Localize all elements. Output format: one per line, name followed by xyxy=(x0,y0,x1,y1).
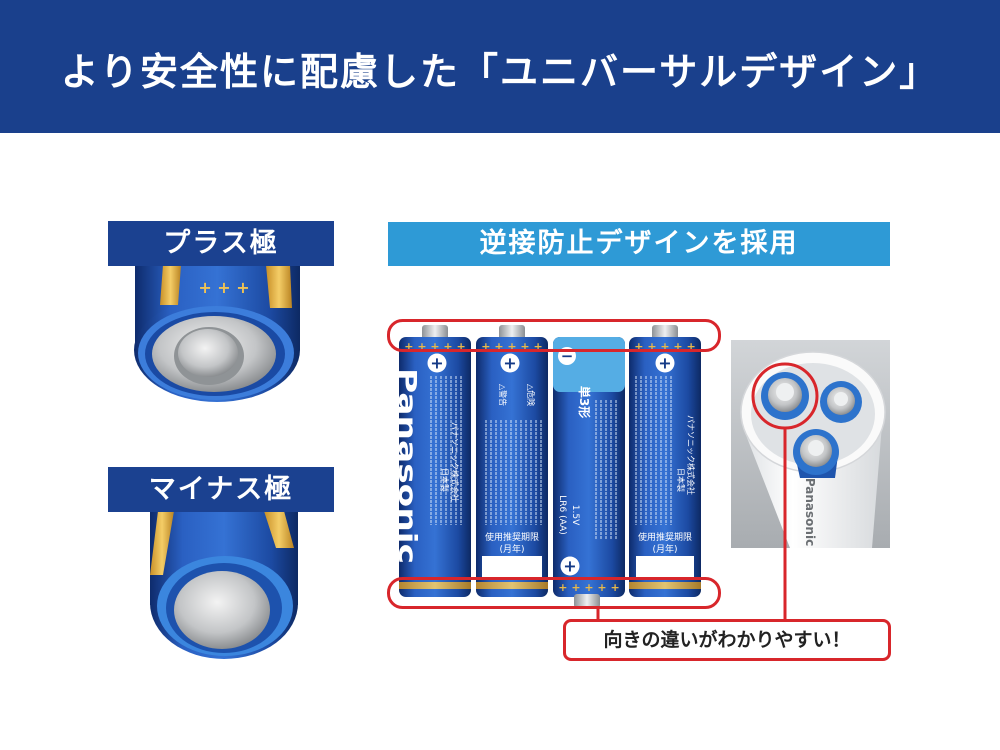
plus-sign-icon xyxy=(427,353,447,373)
plus-sign-glyph: + xyxy=(503,354,516,373)
positive-terminal-nub xyxy=(652,325,678,340)
plus-sign-icon xyxy=(655,353,675,373)
gold-stripe xyxy=(266,265,292,308)
plus-terminal-label: プラス極 xyxy=(108,221,334,266)
reverse-protection-banner: 逆接防止デザインを採用 xyxy=(388,222,890,266)
battery-brand: Panasonic xyxy=(393,368,422,564)
battery-size: 単3形 xyxy=(577,386,592,418)
battery-3-reversed: − 単3形 LR6 (AA) 1.5V + + + + + + xyxy=(553,337,625,608)
four-batteries-photo: + + + + + + Panasonic パナソニック株式会社 日本製 + +… xyxy=(393,325,701,608)
battery-1: + + + + + + Panasonic パナソニック株式会社 日本製 xyxy=(393,325,471,597)
positive-terminal-nub xyxy=(422,325,448,340)
label-print-texture xyxy=(595,400,619,540)
gold-stripe xyxy=(150,511,174,575)
gold-stripe xyxy=(264,511,294,548)
battery-maker: パナソニック株式会社 xyxy=(450,422,460,502)
expiry-box xyxy=(636,556,694,577)
gold-stripe xyxy=(160,265,181,305)
battery-2: + + + + + + △警告 △危険 使用推奨期限 (月年) xyxy=(476,325,548,597)
plus-sign-glyph: + xyxy=(430,354,443,373)
plus-marks: + + + xyxy=(198,278,249,297)
expiry-unit: (月年) xyxy=(652,543,677,555)
battery-model: LR6 (AA) xyxy=(557,495,567,534)
plus-sign-icon xyxy=(500,353,520,373)
gold-band xyxy=(629,582,701,589)
orientation-callout: 向きの違いがわかりやすい！ xyxy=(563,619,891,661)
plus-sign-icon xyxy=(560,556,580,576)
plus-sign-glyph: + xyxy=(658,354,671,373)
gold-band xyxy=(476,582,548,589)
battery-4: + + + + + + パナソニック株式会社 日本製 使用推奨期限 (月年) xyxy=(629,325,701,597)
battery-voltage: 1.5V xyxy=(570,505,580,526)
holder-brand: Panasonic xyxy=(803,478,817,546)
terminal-button xyxy=(178,329,238,377)
minus-terminal-photo xyxy=(150,511,298,659)
gold-band xyxy=(399,582,471,589)
plus-terminal-photo: + + + xyxy=(134,265,300,402)
holder-battery-c xyxy=(793,429,839,475)
header-banner: より安全性に配慮した「ユニバーサルデザイン」 xyxy=(0,0,1000,133)
expiry-box xyxy=(482,556,542,577)
battery-nub xyxy=(808,440,824,456)
battery-nub xyxy=(776,383,794,401)
plus-marks: + + + + + xyxy=(558,581,619,594)
label-print-texture xyxy=(427,375,465,525)
positive-terminal-nub xyxy=(574,594,600,608)
battery-made-in: 日本製 xyxy=(440,468,450,492)
holder-battery-a xyxy=(761,372,809,420)
label-print-texture xyxy=(635,375,675,525)
expiry-unit: (月年) xyxy=(499,543,524,555)
expiry-label: 使用推奨期限 xyxy=(638,531,692,543)
battery-nub xyxy=(834,392,848,406)
page-title: より安全性に配慮した「ユニバーサルデザイン」 xyxy=(60,50,940,94)
warning-label: △警告 xyxy=(498,384,508,406)
battery-maker: パナソニック株式会社 xyxy=(686,415,696,495)
plus-sign-glyph: + xyxy=(563,557,576,576)
minus-terminal-label: マイナス極 xyxy=(108,467,334,512)
positive-terminal-nub xyxy=(499,325,525,340)
bottom-ends-highlight xyxy=(387,577,721,609)
label-print-texture xyxy=(482,420,542,525)
top-ends-highlight xyxy=(387,319,721,352)
terminal-disc xyxy=(174,571,270,649)
expiry-label: 使用推奨期限 xyxy=(485,531,539,543)
battery-holder-photo: Panasonic xyxy=(731,340,890,548)
highlight-annotations xyxy=(387,319,819,620)
battery-made-in: 日本製 xyxy=(676,468,686,492)
holder-battery-b xyxy=(820,381,862,423)
danger-label: △危険 xyxy=(526,384,536,406)
